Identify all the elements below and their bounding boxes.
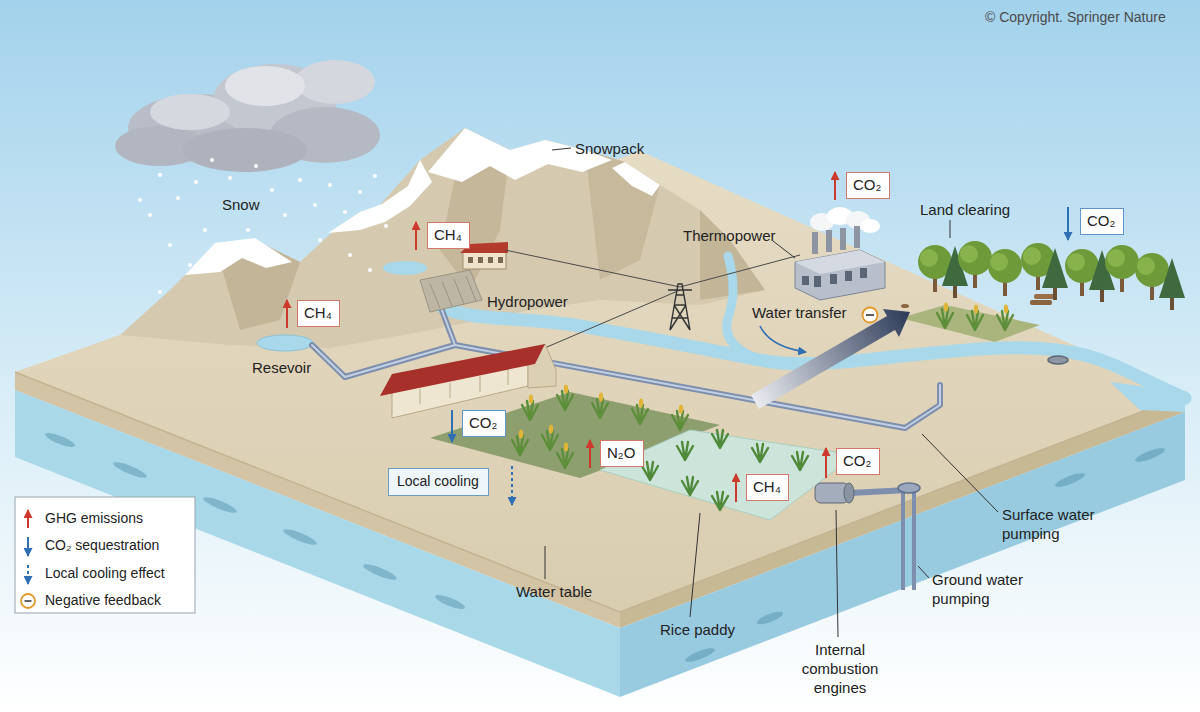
legend-text: CO₂ sequestration <box>45 537 159 554</box>
emission-box: CO₂ <box>836 448 880 475</box>
water-transfer-arrow <box>760 326 806 352</box>
gas-label: CO₂ <box>469 414 497 433</box>
ground-slab <box>15 151 1185 697</box>
emission-arrows <box>287 172 835 502</box>
part-label: Snow <box>222 195 260 214</box>
sequestration-box: CO₂ <box>1080 208 1124 235</box>
mountains <box>120 128 765 348</box>
part-label: Internal combustion engines <box>788 640 892 697</box>
part-label: Ground water pumping <box>932 570 1044 608</box>
pylon <box>668 284 692 330</box>
pump-engine <box>815 483 920 590</box>
legend-panel <box>15 497 195 613</box>
part-label: Snowpack <box>575 139 644 158</box>
emission-box: N₂O <box>600 440 644 467</box>
leader-lines <box>545 148 998 637</box>
negative-feedback-arrow <box>751 308 910 410</box>
rice-paddy <box>600 430 855 520</box>
gas-label: CO₂ <box>853 176 881 195</box>
thermopower-plant <box>795 207 885 300</box>
snow-cloud <box>115 60 380 172</box>
gas-label: CH₄ <box>753 478 781 497</box>
emission-box: CH₄ <box>427 222 470 249</box>
part-label: Rice paddy <box>660 620 735 639</box>
part-label: Thermopower <box>683 226 776 245</box>
gas-label: CO₂ <box>843 452 871 471</box>
gas-label: CO₂ <box>1087 212 1115 231</box>
part-label: Surface water pumping <box>1002 505 1114 543</box>
gas-label: Local cooling <box>397 473 479 491</box>
gas-label: CH₄ <box>304 304 332 323</box>
sequestration-box: CO₂ <box>462 410 506 437</box>
land-clearing-field <box>900 294 1056 342</box>
part-label: Water table <box>516 582 592 601</box>
snowflakes <box>138 158 398 294</box>
emission-box: CH₄ <box>297 300 340 327</box>
sequestration-arrows <box>452 207 1068 442</box>
part-label: Water transfer <box>752 303 846 322</box>
gas-label: CH₄ <box>434 226 462 245</box>
gas-label: N₂O <box>607 444 635 463</box>
part-label: Resevoir <box>252 358 311 377</box>
legend-text: Local cooling effect <box>45 565 165 582</box>
emission-box: CH₄ <box>746 474 789 501</box>
legend-text: GHG emissions <box>45 510 143 527</box>
part-label: Land clearing <box>920 200 1010 219</box>
part-label: Hydropower <box>487 292 568 311</box>
cooling-box: Local cooling <box>388 468 489 496</box>
emission-box: CO₂ <box>846 172 890 199</box>
forest <box>918 241 1185 310</box>
local-cooling-arrow <box>511 466 513 505</box>
copyright-note: © Copyright. Springer Nature <box>985 9 1166 27</box>
legend-text: Negative feedback <box>45 592 161 609</box>
